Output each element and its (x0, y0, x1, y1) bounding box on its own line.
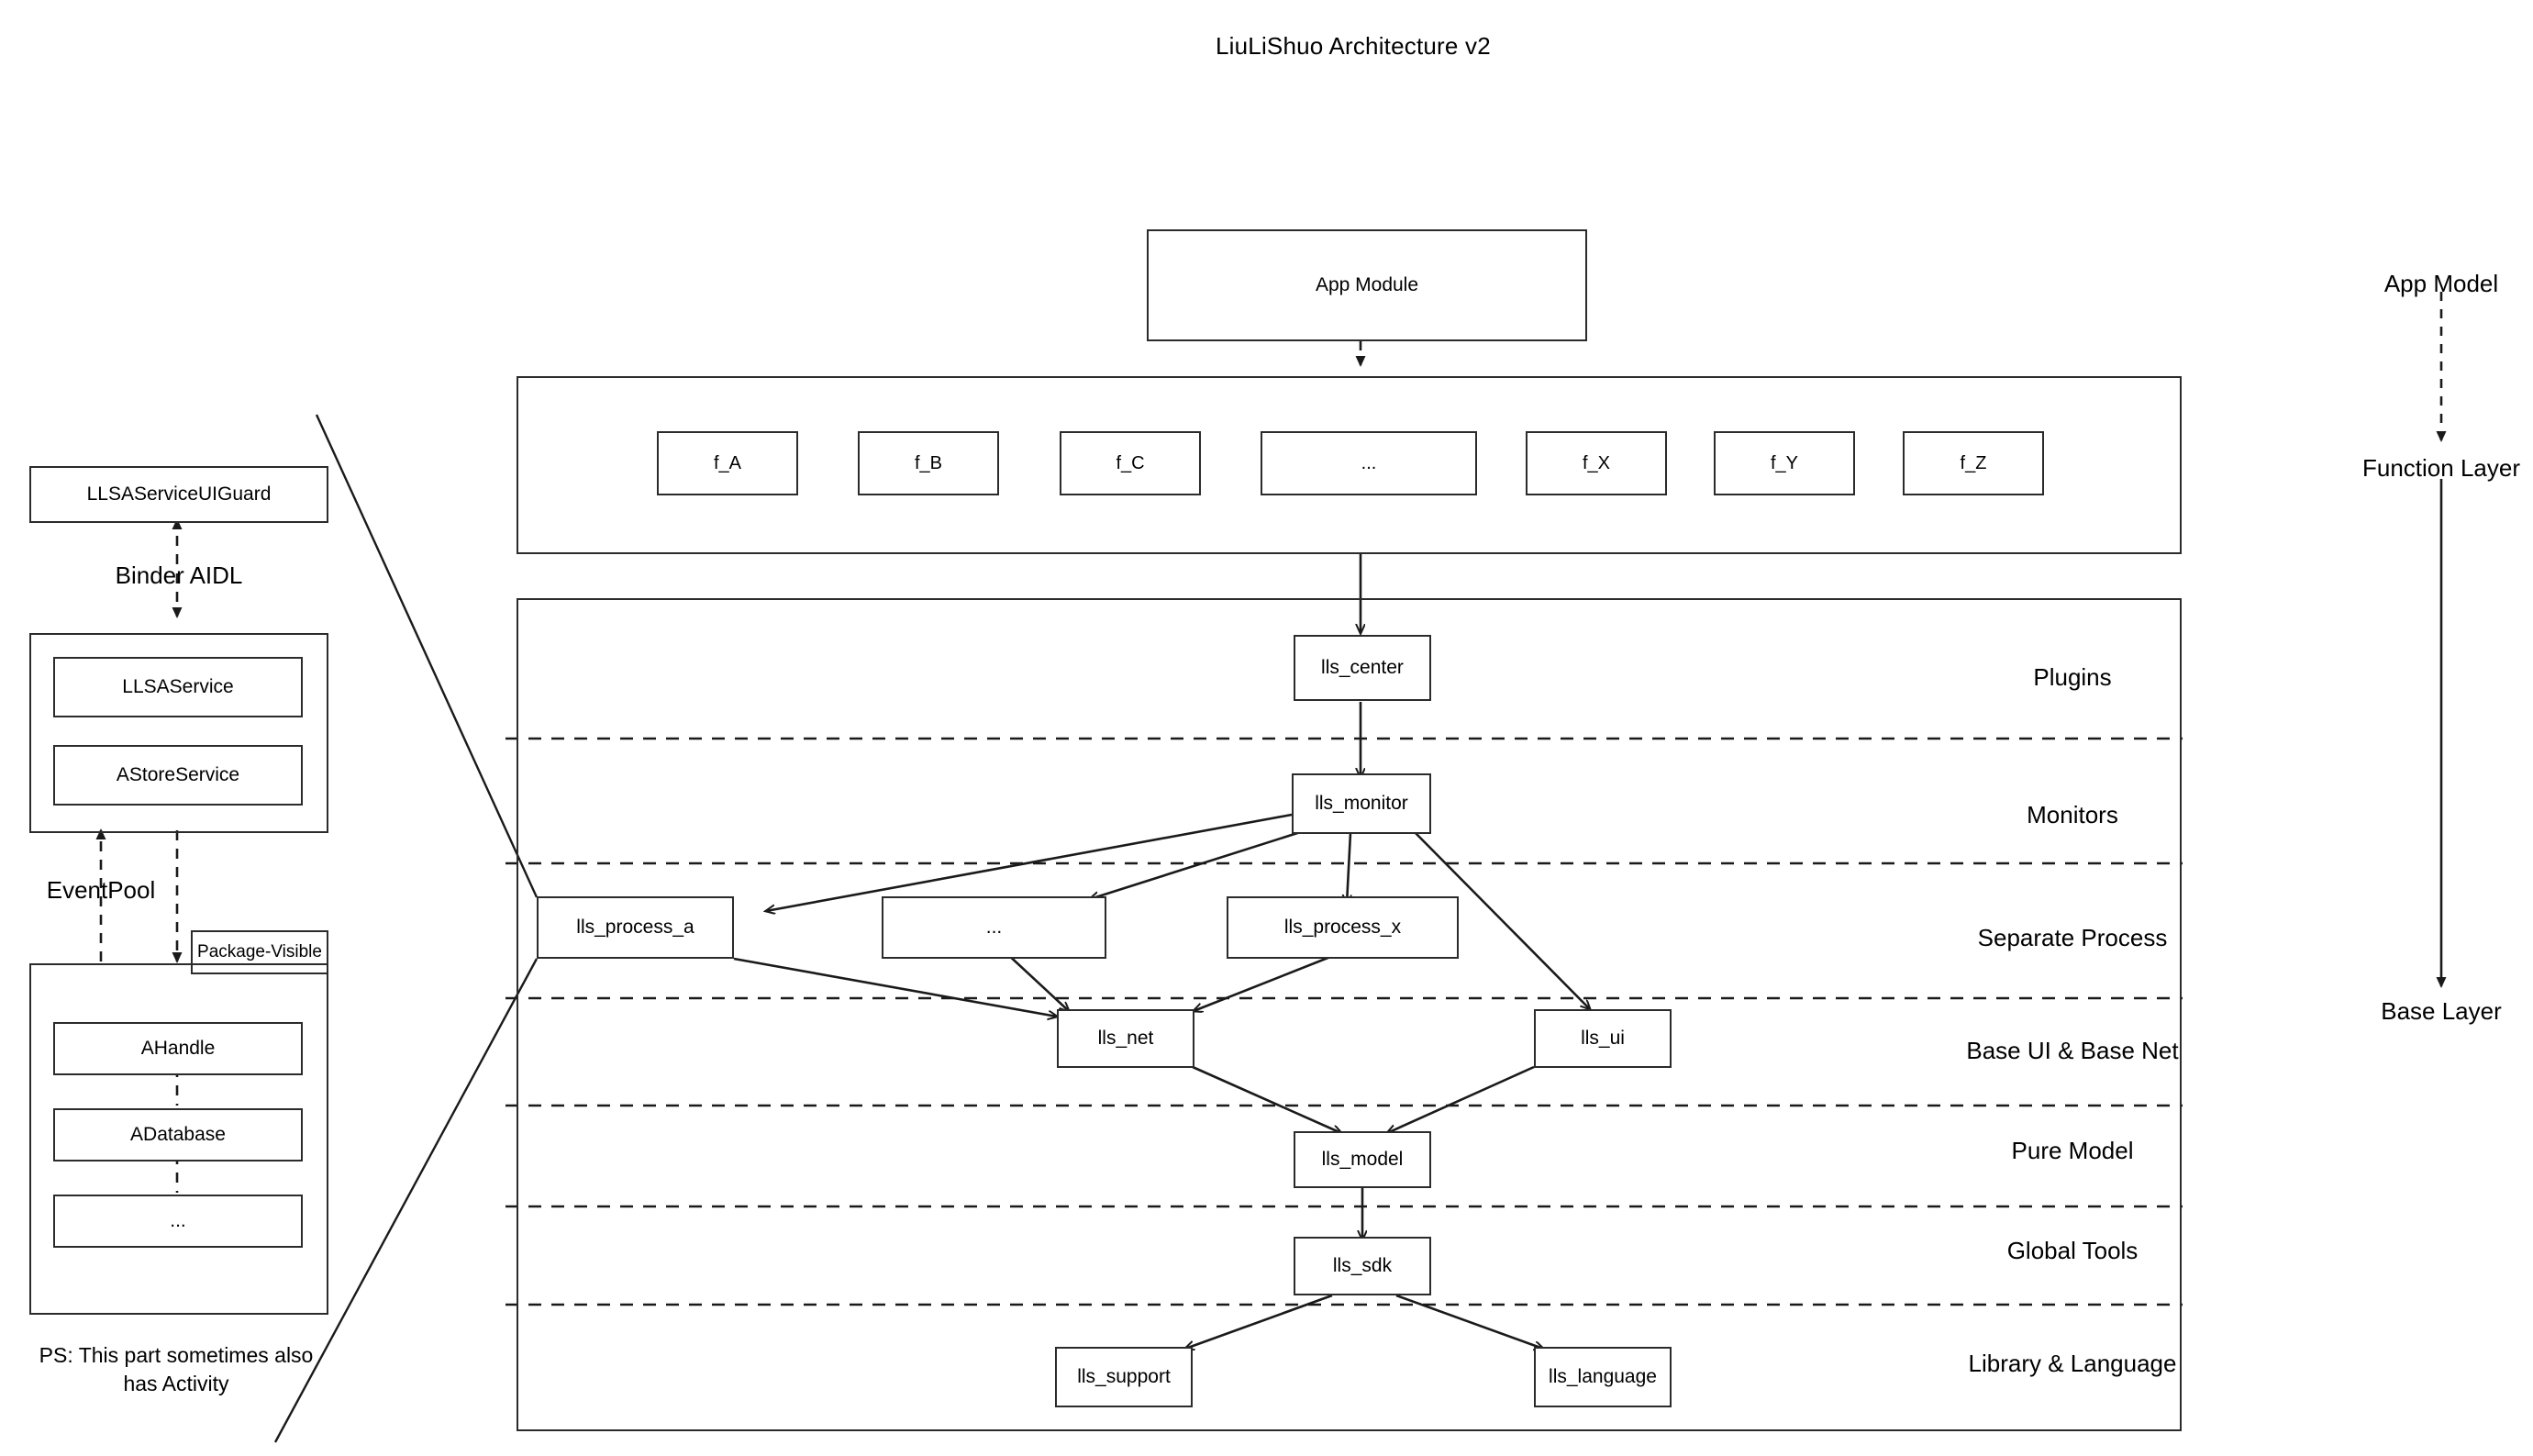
layer-label-monitors: Monitors (2027, 801, 2118, 828)
edge-process-x-net (1194, 955, 1331, 1011)
layer-label-plugins: Plugins (2033, 663, 2112, 691)
function-layer-container (517, 376, 2182, 554)
layer-label-library-language: Library & Language (1968, 1350, 2177, 1377)
edge-dots-net (1005, 951, 1069, 1011)
edge-sdk-support (1185, 1294, 1333, 1349)
label-eventpool: EventPool (46, 876, 156, 904)
node-lls-net[interactable]: lls_net (1057, 1009, 1194, 1068)
node-f-x[interactable]: f_X (1526, 431, 1667, 495)
base-layer-container (517, 598, 2182, 1431)
node-package-visible: Package-Visible (191, 930, 328, 974)
node-handle-more[interactable]: ... (53, 1195, 303, 1248)
node-lls-language[interactable]: lls_language (1534, 1347, 1672, 1407)
handle-group-container (29, 963, 328, 1315)
layer-separator (505, 737, 2183, 1306)
callout-line-bottom (273, 958, 539, 1443)
node-adatabase[interactable]: ADatabase (53, 1108, 303, 1161)
callout-line-top (315, 414, 539, 898)
node-llsaservice-uiguard[interactable]: LLSAServiceUIGuard (29, 466, 328, 523)
node-lls-process-dots[interactable]: ... (882, 896, 1106, 959)
label-binder-aidl: Binder AIDL (115, 561, 243, 589)
edge-monitor-process-dots (1090, 827, 1313, 899)
edge-process-a-net (733, 957, 1057, 1017)
node-lls-ui[interactable]: lls_ui (1534, 1009, 1672, 1068)
edge-sdk-language (1395, 1294, 1543, 1349)
node-f-y[interactable]: f_Y (1714, 431, 1855, 495)
node-lls-sdk[interactable]: lls_sdk (1294, 1237, 1431, 1295)
axis-label-base-layer: Base Layer (2381, 997, 2502, 1025)
layer-label-separate-process: Separate Process (1977, 924, 2168, 951)
node-app-module[interactable]: App Module (1147, 229, 1587, 341)
edge-monitor-process-x (1347, 832, 1350, 904)
layer-label-pure-model: Pure Model (2011, 1137, 2134, 1164)
page-title: LiuLiShuo Architecture v2 (1216, 32, 1491, 60)
edge-monitor-ui (1412, 829, 1590, 1009)
node-lls-process-a[interactable]: lls_process_a (537, 896, 734, 959)
node-lls-process-x[interactable]: lls_process_x (1227, 896, 1459, 959)
node-llsaservice[interactable]: LLSAService (53, 657, 303, 717)
edge-net-model (1192, 1065, 1341, 1133)
node-lls-center[interactable]: lls_center (1294, 635, 1431, 701)
node-ahandle[interactable]: AHandle (53, 1022, 303, 1075)
node-astoreservice[interactable]: AStoreService (53, 745, 303, 806)
axis-label-function-layer: Function Layer (2362, 454, 2520, 482)
axis-label-app-model: App Model (2383, 270, 2499, 297)
node-f-b[interactable]: f_B (858, 431, 999, 495)
edge-monitor-process-a (766, 813, 1293, 911)
layer-label-base-ui-net: Base UI & Base Net (1966, 1037, 2179, 1064)
node-f-a[interactable]: f_A (657, 431, 798, 495)
node-lls-monitor[interactable]: lls_monitor (1292, 773, 1431, 834)
node-f-z[interactable]: f_Z (1903, 431, 2044, 495)
edge-ui-model (1387, 1065, 1535, 1133)
node-f-dots[interactable]: ... (1261, 431, 1477, 495)
node-f-c[interactable]: f_C (1060, 431, 1201, 495)
service-group-container (29, 633, 328, 833)
layer-label-global-tools: Global Tools (2006, 1237, 2139, 1264)
ps-note: PS: This part sometimes also has Activit… (39, 1343, 314, 1396)
node-lls-support[interactable]: lls_support (1055, 1347, 1193, 1407)
node-lls-model[interactable]: lls_model (1294, 1131, 1431, 1188)
